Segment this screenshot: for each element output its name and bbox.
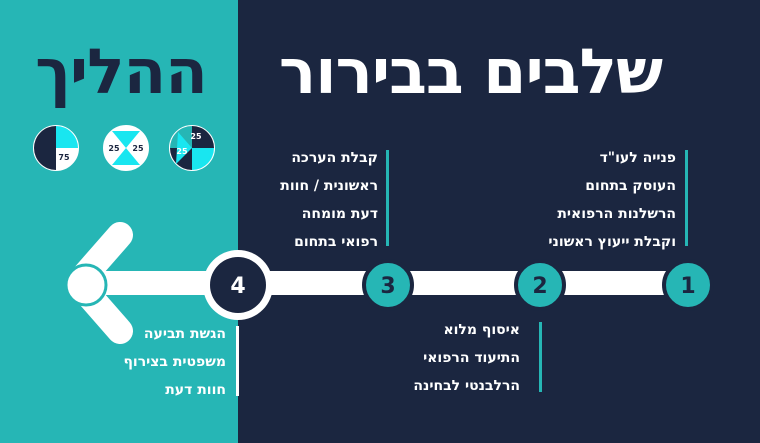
- step-1-marker: 1: [662, 259, 714, 311]
- step-3-line: רפואי בתחום: [294, 234, 378, 250]
- pie-1-label-bottom: 25: [176, 147, 188, 156]
- step-2-line: התיעוד הרפואי: [423, 350, 520, 366]
- step-3-divider: [386, 150, 389, 246]
- step-3-marker: 3: [362, 259, 414, 311]
- step-3-line: דעת מומחה: [301, 206, 378, 222]
- pie-2-label-right: 25: [132, 144, 144, 153]
- right-navy-panel: [238, 0, 760, 443]
- step-4-text: הגשת תביעה משפטית בצירוף חוות דעת: [80, 320, 226, 404]
- step-3-text: קבלת הערכה ראשונית / חוות דעת מומחה רפוא…: [248, 144, 378, 256]
- pie-icon-50: 25 25: [103, 125, 149, 171]
- title-main: שלבים בבירור: [278, 35, 663, 108]
- pie-1-label-top: 25: [190, 132, 202, 141]
- step-1-line: הרשלנות הרפואית: [557, 206, 676, 222]
- step-4-divider: [236, 326, 239, 396]
- pie-icon-25: 25 25: [169, 125, 215, 171]
- left-teal-panel: [0, 0, 238, 443]
- step-1-line: פנייה לעו"ד: [599, 150, 676, 166]
- step-1-line: העוסק בתחום: [585, 178, 676, 194]
- title-accent: ההליך: [35, 35, 208, 108]
- step-4-number: 4: [230, 274, 245, 299]
- arrow-tail-circle: [64, 263, 108, 307]
- step-4-marker: 4: [203, 250, 273, 320]
- step-1-number: 1: [680, 274, 695, 299]
- step-1-divider: [685, 150, 688, 246]
- step-3-line: קבלת הערכה: [291, 150, 378, 166]
- step-1-text: פנייה לעו"ד העוסק בתחום הרשלנות הרפואית …: [540, 144, 676, 256]
- step-2-line: איסוף מלוא: [443, 322, 520, 338]
- step-4-line: הגשת תביעה: [143, 326, 226, 342]
- step-2-number: 2: [532, 274, 547, 299]
- step-2-marker: 2: [514, 259, 566, 311]
- step-2-line: הרלבנטי לבחינה: [413, 378, 520, 394]
- pie-3-label: 75: [58, 153, 70, 162]
- pie-icon-75: 75: [33, 125, 79, 171]
- pie-2-label-left: 25: [108, 144, 120, 153]
- step-2-text: איסוף מלוא התיעוד הרפואי הרלבנטי לבחינה: [400, 316, 520, 400]
- step-3-line: ראשונית / חוות: [280, 178, 378, 194]
- step-4-line: חוות דעת: [165, 382, 226, 398]
- step-3-number: 3: [380, 274, 395, 299]
- step-4-line: משפטית בצירוף: [123, 354, 226, 370]
- step-1-line: וקבלת ייעוץ ראשוני: [548, 234, 676, 250]
- step-2-divider: [539, 322, 542, 392]
